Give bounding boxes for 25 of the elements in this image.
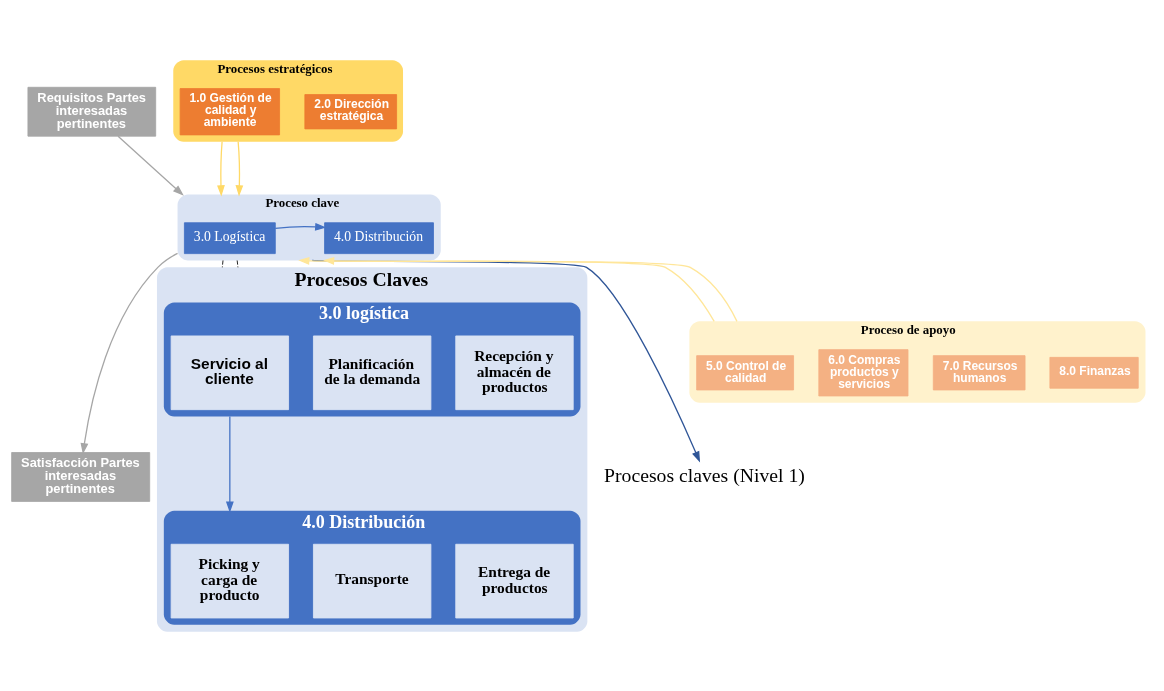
node-box: 6.0 Compras productos y servicios bbox=[818, 348, 909, 396]
node-box: 7.0 Recursos humanos bbox=[932, 354, 1026, 390]
node-box: 4.0 Distribución bbox=[324, 221, 434, 254]
node-box: Requisitos Partes interesadas pertinentes bbox=[27, 86, 157, 137]
arrow bbox=[235, 140, 244, 196]
node-box: Planificación de la demanda bbox=[313, 335, 432, 410]
arrow bbox=[80, 252, 179, 454]
node-box: 5.0 Control de calidad bbox=[696, 354, 794, 390]
node-box: Satisfacción Partes interesadas pertinentes bbox=[11, 451, 151, 502]
node-box: Recepción y almacén de productos bbox=[455, 335, 574, 410]
node-box: Entrega de productos bbox=[455, 543, 574, 618]
node-box: Picking y carga de producto bbox=[170, 543, 289, 618]
arrow bbox=[274, 222, 327, 231]
node-box: 1.0 Gestión de calidad y ambiente bbox=[179, 87, 280, 135]
node-box: 8.0 Finanzas bbox=[1049, 356, 1139, 389]
node-box: 2.0 Dirección estratégica bbox=[304, 93, 398, 129]
node-text: Procesos claves (Nivel 1) bbox=[604, 463, 805, 486]
node-box: Transporte bbox=[313, 543, 432, 618]
node-box: 3.0 Logística bbox=[183, 221, 276, 254]
arrow bbox=[217, 140, 225, 196]
arrow bbox=[225, 415, 234, 513]
node-box: Servicio al cliente bbox=[170, 335, 289, 410]
connector bbox=[236, 259, 239, 268]
arrow bbox=[117, 135, 184, 196]
connector bbox=[221, 259, 224, 268]
